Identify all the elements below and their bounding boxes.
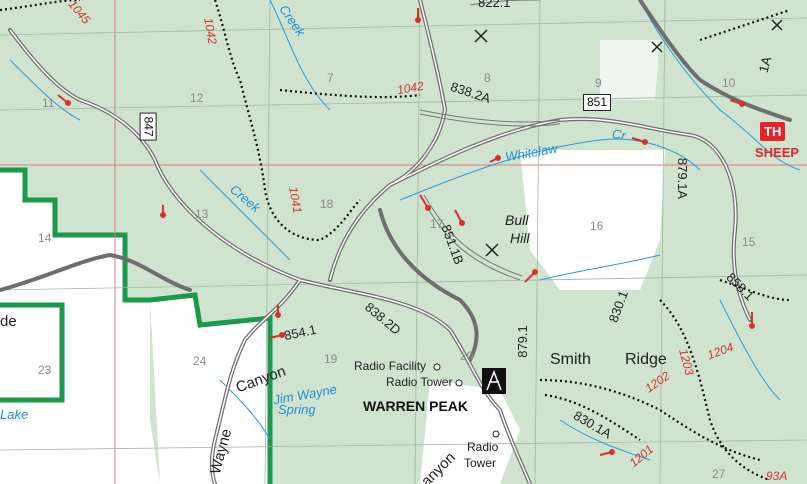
spring-label: Spring — [278, 402, 316, 417]
place-name: Ridge — [625, 351, 667, 368]
section-label: 16 — [590, 219, 604, 233]
place-name: de — [0, 313, 17, 330]
route-shield: 851 — [583, 94, 612, 112]
section-label: 15 — [742, 235, 756, 249]
trailhead-badge[interactable]: TH — [760, 122, 786, 141]
summit-marks — [474, 19, 783, 257]
radio-tower-dot — [455, 379, 463, 387]
section-label: 20 — [460, 349, 474, 363]
section-label: 8 — [484, 71, 491, 85]
radio-facility-dot — [433, 363, 441, 371]
private-land-west — [0, 170, 160, 484]
section-label: 10 — [722, 76, 736, 90]
peak-label: WARREN PEAK — [363, 398, 469, 414]
trailhead-markers — [57, 8, 755, 456]
route-shield: 847 — [139, 112, 157, 141]
radio-tower-label: Radio Tower — [386, 375, 453, 389]
section-label: 11 — [42, 96, 55, 110]
section-label: 19 — [324, 352, 338, 366]
trailhead-name: SHEEP — [755, 145, 800, 160]
road-label: 822.1 — [478, 0, 511, 10]
private-land-south — [150, 295, 270, 484]
place-name: Hill — [510, 230, 530, 246]
tower-label: Tower — [464, 456, 497, 470]
section-label: 9 — [595, 76, 602, 90]
road-label: 1A — [755, 54, 775, 75]
road-centers — [9, 0, 751, 484]
tower-icon — [482, 368, 506, 394]
section-label: 7 — [327, 71, 334, 85]
trail-number: 93A — [766, 469, 788, 483]
section-label: 23 — [38, 363, 52, 377]
lake-label: Lake — [0, 407, 29, 422]
section-label: 24 — [193, 354, 207, 368]
road-label: 879.1A — [675, 157, 691, 200]
trails — [0, 0, 791, 482]
section-label: 14 — [38, 231, 52, 245]
road-label: 879.1 — [514, 325, 530, 358]
section-label: 27 — [712, 467, 726, 481]
radio-label: Radio — [467, 440, 499, 454]
radio-facility-label: Radio Facility — [354, 359, 427, 373]
section-label: 13 — [195, 207, 209, 221]
place-name: Smith — [550, 351, 591, 368]
private-land-north — [600, 40, 660, 100]
section-label: 18 — [320, 197, 334, 211]
minor-roads — [419, 0, 561, 281]
streams — [9, 0, 801, 461]
radio-tower-dot-2 — [492, 430, 500, 438]
private-land-ridge — [520, 150, 665, 290]
forest-boundary — [0, 167, 273, 484]
creek-label: Cr — [610, 125, 627, 144]
place-name: Bull — [505, 212, 529, 228]
section-label: 17 — [430, 217, 444, 231]
section-label: 12 — [190, 91, 204, 105]
forest-boundary-2 — [0, 302, 65, 403]
